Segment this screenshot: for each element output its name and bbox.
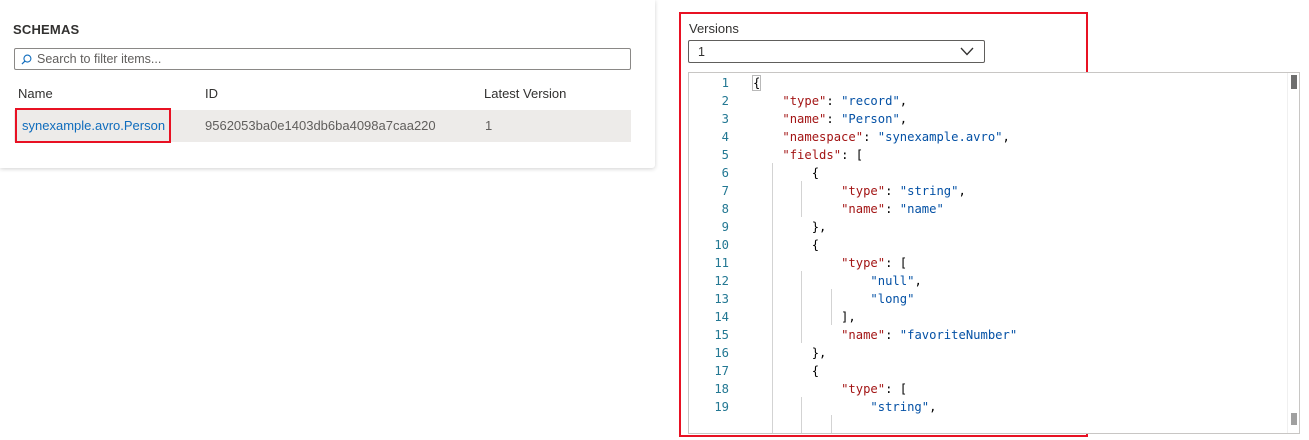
schema-latest-version-cell: 1	[485, 118, 493, 133]
line-number: 4	[721, 130, 729, 144]
line-number: 10	[714, 238, 729, 252]
code-line[interactable]: "null",	[870, 274, 922, 288]
code-line[interactable]: {	[753, 166, 820, 180]
code-line[interactable]: "namespace": "synexample.avro",	[782, 130, 1010, 144]
line-number: 19	[714, 400, 729, 414]
code-line[interactable]: "string",	[870, 400, 937, 414]
code-line[interactable]: "name": "name"	[841, 202, 944, 216]
scrollbar-thumb[interactable]	[1291, 75, 1297, 89]
line-number: 9	[721, 220, 729, 234]
code-line[interactable]: ],	[753, 310, 856, 324]
schema-name-link[interactable]: synexample.avro.Person	[15, 108, 171, 143]
line-number: 12	[714, 274, 729, 288]
indent-guide	[772, 163, 773, 433]
versions-selected-value: 1	[698, 44, 705, 59]
line-number: 5	[721, 148, 729, 162]
code-line[interactable]: {	[751, 75, 762, 91]
code-line[interactable]: },	[753, 346, 827, 360]
indent-guide	[831, 289, 832, 325]
schema-id-cell: 9562053ba0e1403db6ba4098a7caa220	[205, 118, 436, 133]
search-input[interactable]	[37, 52, 630, 66]
chevron-down-icon	[960, 47, 974, 56]
line-number: 17	[714, 364, 729, 378]
code-line[interactable]: "name": "Person",	[782, 112, 908, 126]
line-number: 14	[714, 310, 729, 324]
line-number: 6	[721, 166, 729, 180]
indent-guide	[831, 415, 832, 433]
line-number: 16	[714, 346, 729, 360]
schema-name-text[interactable]: synexample.avro.Person	[22, 118, 166, 133]
indent-guide	[801, 397, 802, 433]
indent-guide	[801, 271, 802, 343]
line-number: 13	[714, 292, 729, 306]
line-number: 1	[721, 76, 729, 90]
code-area[interactable]: { "type": "record", "name": "Person", "n…	[751, 73, 1287, 433]
code-line[interactable]: "type": "string",	[841, 184, 966, 198]
code-line[interactable]: "type": [	[841, 382, 908, 396]
code-line[interactable]: "type": [	[841, 256, 908, 270]
line-number: 15	[714, 328, 729, 342]
code-line[interactable]: {	[753, 364, 820, 378]
column-header-latest-version[interactable]: Latest Version	[484, 86, 567, 101]
code-line[interactable]: "type": "record",	[782, 94, 908, 108]
indent-guide	[801, 181, 802, 217]
line-number: 3	[721, 112, 729, 126]
code-line[interactable]: "long"	[870, 292, 915, 306]
column-header-id[interactable]: ID	[205, 86, 218, 101]
column-header-name[interactable]: Name	[18, 86, 53, 101]
versions-label: Versions	[689, 21, 739, 36]
line-number: 7	[721, 184, 729, 198]
code-line[interactable]: {	[753, 238, 820, 252]
code-line[interactable]: "name": "favoriteNumber"	[841, 328, 1018, 342]
line-number: 11	[714, 256, 729, 270]
vertical-scrollbar[interactable]	[1287, 73, 1299, 433]
search-box[interactable]	[14, 48, 631, 70]
code-line[interactable]: },	[753, 220, 827, 234]
search-icon	[21, 54, 32, 65]
schemas-title: SCHEMAS	[13, 22, 80, 37]
versions-dropdown[interactable]: 1	[688, 40, 985, 63]
line-number: 8	[721, 202, 729, 216]
line-number: 2	[721, 94, 729, 108]
table-row[interactable]: synexample.avro.Person 9562053ba0e1403db…	[14, 108, 631, 143]
schemas-panel: SCHEMAS Name ID Latest Version synexampl…	[0, 0, 655, 168]
code-line[interactable]: "fields": [	[782, 148, 864, 162]
line-number: 18	[714, 382, 729, 396]
scrollbar-marker	[1291, 413, 1297, 425]
